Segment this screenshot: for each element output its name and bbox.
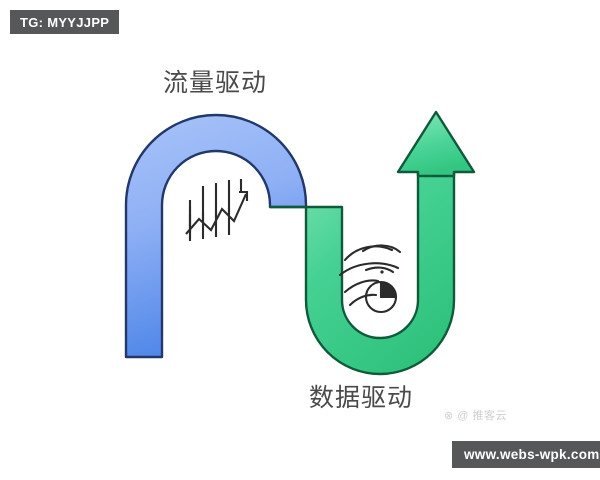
label-traffic-driven: 流量驱动 [163, 69, 268, 97]
label-data-driven: 数据驱动 [309, 384, 414, 412]
blue-arch-segment [124, 113, 308, 359]
faint-watermark: ⊗ @ 推客云 [444, 410, 507, 422]
pie-chart-speed-icon [338, 244, 402, 314]
website-watermark-badge: www.webs-wpk.com [452, 441, 600, 468]
bar-trend-chart-icon [185, 179, 249, 241]
green-bend-segment [268, 166, 456, 376]
arrow-up-icon [396, 110, 476, 178]
telegram-handle-badge: TG: MYYJJPP [10, 10, 120, 34]
